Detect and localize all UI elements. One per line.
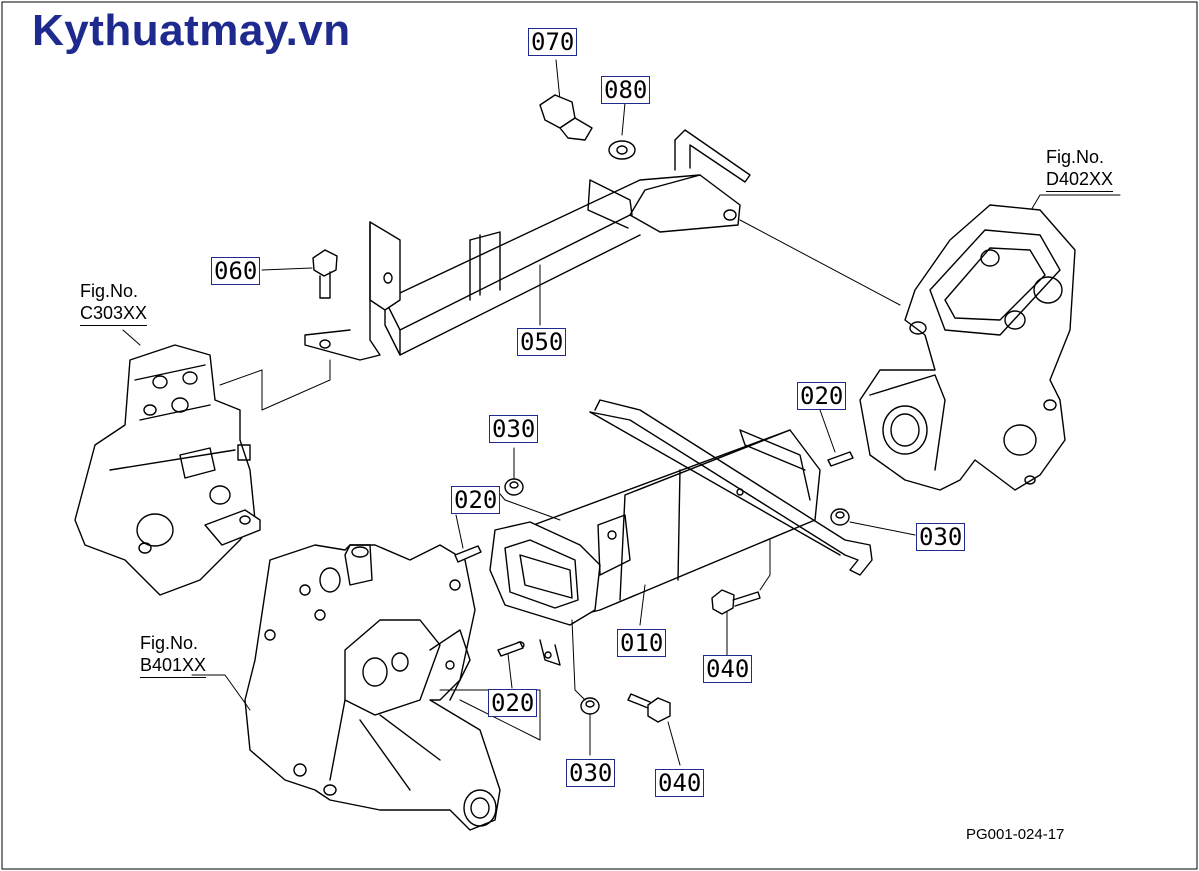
leader-040-bottom bbox=[667, 721, 681, 766]
leader-d402 bbox=[1029, 194, 1121, 213]
fig-ref-code: C303XX bbox=[80, 302, 148, 326]
leader-c303-link bbox=[219, 359, 331, 411]
site-watermark: Kythuatmay.vn bbox=[32, 6, 351, 55]
drawing-number: PG001-024-17 bbox=[966, 826, 1065, 843]
leader-030-top bbox=[494, 447, 561, 521]
part-label-020-top[interactable]: 020 bbox=[451, 486, 501, 514]
part-label-030-right[interactable]: 030 bbox=[916, 523, 966, 551]
bolt-040-bottom bbox=[627, 693, 671, 723]
part-label-020-right[interactable]: 020 bbox=[797, 382, 847, 410]
part-label-050[interactable]: 050 bbox=[517, 328, 567, 356]
hydraulic-pump-assembly bbox=[74, 344, 261, 596]
part-label-010[interactable]: 010 bbox=[617, 629, 667, 657]
stud-020-bottom bbox=[497, 641, 524, 657]
part-label-080[interactable]: 080 bbox=[601, 76, 651, 104]
front-axle-housing bbox=[859, 204, 1076, 491]
leader-060 bbox=[261, 267, 313, 271]
fig-ref-label: Fig.No. bbox=[1046, 147, 1105, 167]
part-label-060[interactable]: 060 bbox=[211, 257, 261, 285]
fig-ref-c303[interactable]: Fig.No. C303XX bbox=[80, 280, 148, 326]
stud-020-top bbox=[454, 545, 482, 563]
fig-ref-code: D402XX bbox=[1046, 168, 1114, 192]
leader-beam-d402 bbox=[739, 219, 901, 306]
leader-020-bottom bbox=[507, 653, 513, 689]
leader-020-right bbox=[819, 409, 836, 453]
leader-010 bbox=[639, 584, 646, 626]
nut-030-top bbox=[504, 478, 524, 496]
nut-030-right bbox=[830, 508, 850, 526]
part-label-030-bottom[interactable]: 030 bbox=[566, 759, 616, 787]
part-label-070[interactable]: 070 bbox=[528, 28, 578, 56]
fig-ref-code: B401XX bbox=[140, 654, 207, 678]
part-label-040-right[interactable]: 040 bbox=[703, 655, 753, 683]
main-frame-tube bbox=[489, 399, 873, 666]
leader-070 bbox=[555, 59, 561, 101]
leader-c303 bbox=[122, 329, 141, 346]
fig-ref-label: Fig.No. bbox=[80, 281, 139, 301]
fig-ref-label: Fig.No. bbox=[140, 633, 199, 653]
part-label-030-top[interactable]: 030 bbox=[489, 415, 539, 443]
leader-020-top bbox=[455, 514, 464, 549]
leader-030-right bbox=[849, 521, 916, 536]
leader-080 bbox=[621, 102, 626, 136]
leader-b401 bbox=[191, 674, 251, 711]
washer-080 bbox=[608, 140, 636, 160]
leader-tube-link bbox=[439, 689, 541, 741]
nut-030-bottom bbox=[580, 697, 600, 715]
fig-ref-b401[interactable]: Fig.No. B401XX bbox=[140, 632, 207, 678]
bolt-060 bbox=[312, 249, 338, 299]
stud-020-right bbox=[827, 451, 854, 467]
transmission-case bbox=[244, 544, 501, 831]
upper-frame-beam bbox=[304, 129, 751, 361]
part-label-040-bottom[interactable]: 040 bbox=[655, 769, 705, 797]
bolt-040-right bbox=[711, 589, 761, 615]
leader-nut-link bbox=[571, 619, 586, 701]
bolt-070 bbox=[539, 94, 593, 141]
leader-040-right-link bbox=[759, 539, 771, 591]
part-label-020-bottom[interactable]: 020 bbox=[488, 689, 538, 717]
fig-ref-d402[interactable]: Fig.No. D402XX bbox=[1046, 146, 1114, 192]
